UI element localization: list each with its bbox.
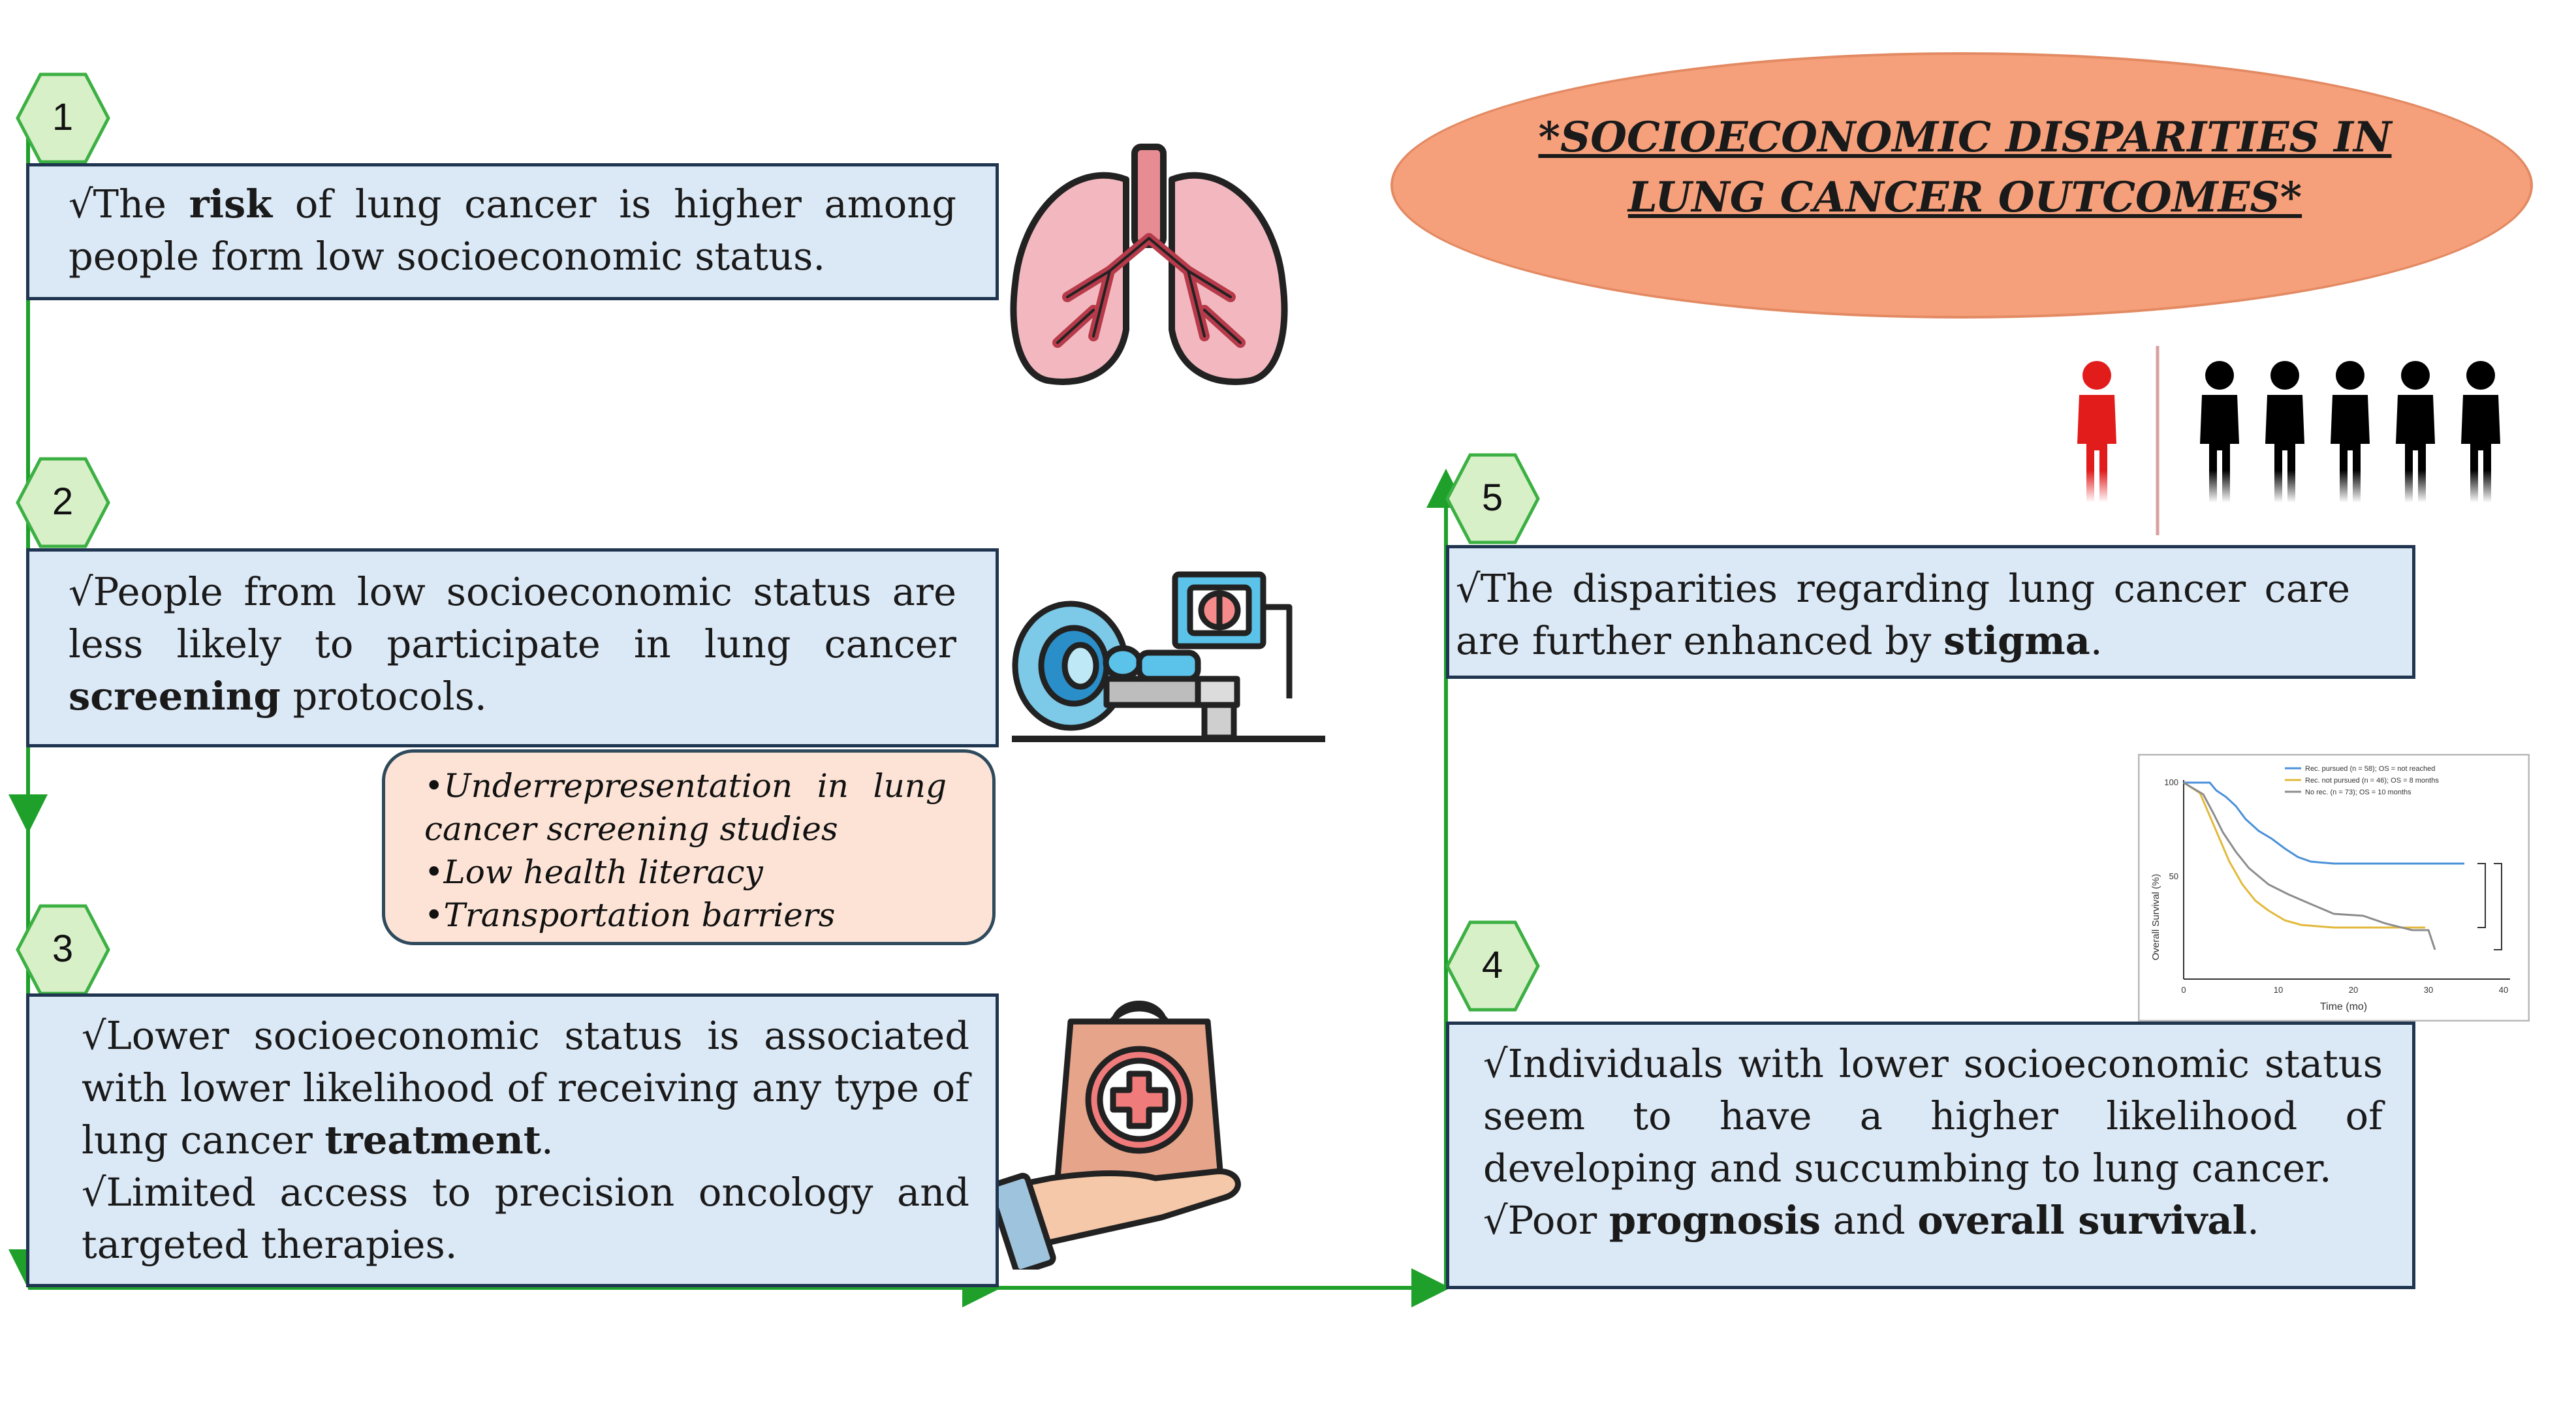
km-ytick: 100 [2164, 777, 2178, 787]
step-paragraph: √Individuals with lower socioeconomic st… [1483, 1038, 2383, 1195]
step-paragraph: √Lower socioeconomic status is associate… [82, 1010, 969, 1166]
screening-barriers-box: •Underrepresentation in lung cancer scre… [382, 749, 996, 945]
km-xtick: 0 [2181, 985, 2186, 995]
km-legend-item: Rec. not pursued (n = 46); OS = 8 months [2305, 777, 2439, 785]
step-number-1: 1 [52, 96, 74, 138]
step-number-4: 4 [1481, 944, 1503, 986]
km-ylabel: Overall Survival (%) [2150, 874, 2161, 961]
step-box-1: √The risk of lung cancer is higher among… [26, 163, 999, 300]
diagram-title: *SOCIOECONOMIC DISPARITIES IN LUNG CANCE… [1521, 108, 2409, 228]
hex-badge-2 [16, 457, 110, 548]
step-number-3: 3 [52, 928, 74, 970]
text-run: . [541, 1117, 554, 1163]
barrier-item: •Transportation barriers [424, 896, 836, 934]
text-run: √The [69, 181, 189, 226]
title-ellipse [1390, 52, 2533, 319]
step-paragraph: √The risk of lung cancer is higher among… [69, 178, 956, 283]
hex-badge-1 [16, 72, 110, 164]
km-ytick: 50 [2169, 871, 2178, 881]
text-run: . [2247, 1198, 2259, 1243]
title-line-2: LUNG CANCER OUTCOMES* [1627, 173, 2302, 222]
medical-bag-hand-icon [999, 1001, 1241, 1270]
step-paragraph: √People from low socioeconomic status ar… [69, 566, 956, 723]
emphasis-term: prognosis [1609, 1198, 1821, 1243]
barrier-item: •Underrepresentation in lung cancer scre… [424, 767, 947, 848]
step-paragraph: √Poor prognosis and overall survival. [1483, 1195, 2383, 1247]
text-run: and [1820, 1198, 1918, 1243]
km-legend-item: Rec. pursued (n = 58); OS = not reached [2305, 765, 2435, 773]
hex-badge-4 [1445, 920, 1540, 1012]
emphasis-term: screening [69, 674, 281, 719]
survival-curve-thumbnail: Overall Survival (%) Time (mo) 100 50 0 … [2138, 754, 2530, 1022]
emphasis-term: overall survival [1917, 1198, 2248, 1243]
step-box-2: √People from low socioeconomic status ar… [26, 548, 999, 747]
title-line-1: *SOCIOECONOMIC DISPARITIES IN [1538, 113, 2392, 162]
step-number-5: 5 [1481, 476, 1503, 519]
text-run: √Lower socioeconomic status is associate… [82, 1013, 969, 1163]
km-xtick: 30 [2424, 985, 2433, 995]
step-number-2: 2 [52, 480, 74, 523]
text-run: √Limited access to precision oncology an… [82, 1170, 969, 1267]
ct-scanner-icon [1012, 571, 1325, 742]
text-run: √The disparities regarding lung cancer c… [1456, 566, 2350, 663]
step-box-3: √Lower socioeconomic status is associate… [26, 993, 999, 1287]
hex-badge-5 [1445, 453, 1540, 544]
text-run: of lung cancer is higher among people fo… [69, 181, 956, 279]
emphasis-term: risk [189, 181, 273, 226]
person-red [2077, 361, 2116, 503]
km-xtick: 40 [2499, 985, 2508, 995]
emphasis-term: stigma [1943, 618, 2090, 663]
km-legend-item: No rec. (n = 73); OS = 10 months [2305, 789, 2411, 796]
hex-badges [16, 72, 1540, 1012]
text-run: √Individuals with lower socioeconomic st… [1483, 1041, 2383, 1191]
text-run: protocols. [280, 674, 487, 719]
step-box-4: √Individuals with lower socioeconomic st… [1446, 1022, 2415, 1289]
km-xtick: 10 [2274, 985, 2283, 995]
text-run: √People from low socioeconomic status ar… [69, 569, 956, 666]
step-paragraph: √The disparities regarding lung cancer c… [1456, 563, 2350, 667]
emphasis-term: treatment [324, 1117, 542, 1163]
people-stigma-icon [2077, 346, 2500, 535]
text-run: √Poor [1483, 1198, 1609, 1243]
step-paragraph: √Limited access to precision oncology an… [82, 1166, 969, 1271]
km-xtick: 20 [2349, 985, 2358, 995]
step-box-5: √The disparities regarding lung cancer c… [1446, 545, 2415, 679]
lungs-icon [1010, 144, 1288, 385]
barrier-item: •Low health literacy [424, 853, 763, 891]
text-run: . [2090, 618, 2103, 663]
km-xlabel: Time (mo) [2320, 1001, 2367, 1012]
